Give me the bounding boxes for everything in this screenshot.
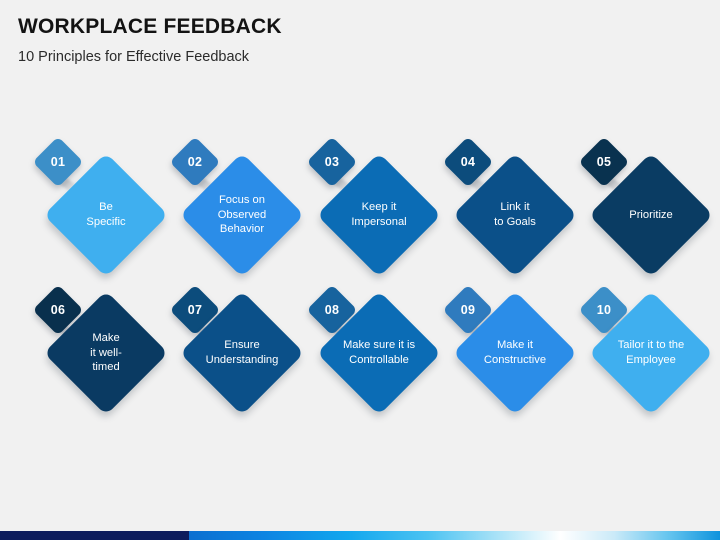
badge-shape	[442, 136, 494, 188]
header: WORKPLACE FEEDBACK 10 Principles for Eff…	[18, 14, 282, 68]
bottom-accent-bar	[0, 531, 720, 540]
bottom-bar-gradient-segment	[189, 531, 720, 540]
page-title: WORKPLACE FEEDBACK	[18, 15, 282, 38]
bottom-bar-dark-segment	[0, 531, 189, 540]
badge-shape	[578, 136, 630, 188]
badge-shape	[306, 136, 358, 188]
badge-shape	[32, 136, 84, 188]
page-subtitle: 10 Principles for Effective Feedback	[18, 49, 250, 65]
badge-shape	[169, 136, 221, 188]
